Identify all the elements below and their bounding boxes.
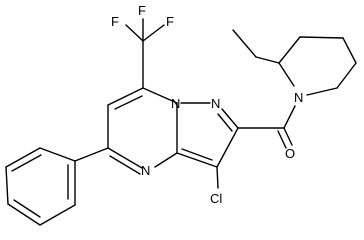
atom-label-n-pyrimidine: N <box>141 163 150 178</box>
bond-pip-c2-ethyl-ch2 <box>255 56 280 64</box>
bond-c3-c3a-double <box>181 148 213 161</box>
bond-n-pip-c2 <box>278 62 295 87</box>
bond-ph-3-4 <box>5 166 9 205</box>
atom-label-f-right: F <box>166 14 174 29</box>
bond-n4-c5 <box>107 147 143 169</box>
bond-pip-c3-c4 <box>299 36 344 39</box>
bond-cf3-c-f-left <box>125 24 144 42</box>
atom-label-cl: Cl <box>210 191 222 206</box>
atom-label-o-carbonyl: O <box>285 146 295 161</box>
bond-carbonyl-c-o-b <box>277 130 287 149</box>
atom-label-n-pyrazole: N <box>211 96 220 111</box>
bond-n2-c2-a <box>221 108 239 129</box>
bond-c7-n-bridge <box>142 87 178 104</box>
bond-c2-c3 <box>216 127 239 168</box>
bond-ph-5-6 <box>39 204 76 226</box>
molecule-structure: F F F N N N N O Cl <box>5 3 357 226</box>
bond-ph-2-3 <box>5 147 41 168</box>
bond-ph-4-5 <box>7 203 41 226</box>
bond-c3-c3a <box>176 152 218 168</box>
bond-c6-c7-double <box>114 95 143 110</box>
bond-ethyl-ch2-ch3 <box>232 29 257 58</box>
bond-ph-double-b <box>13 199 41 218</box>
atom-label-f-left: F <box>111 14 119 29</box>
bond-pip-c6-n <box>306 87 338 96</box>
bond-ph-double-a <box>11 154 42 172</box>
bond-c3-cl <box>216 166 219 189</box>
atom-label-n-piperidine: N <box>294 90 303 105</box>
bond-pip-c4-c5 <box>342 37 357 64</box>
bond-carbonyl-c-o-a <box>283 127 293 146</box>
bond-c5-phenyl <box>74 147 109 162</box>
bond-cf3-c-f-right <box>142 24 165 42</box>
bond-c6-c7 <box>107 87 144 106</box>
bond-ph-1-2 <box>39 147 76 162</box>
bond-c3a-n4 <box>154 152 178 168</box>
bond-n4-c5-double <box>109 155 141 175</box>
bond-n2-c2-b <box>217 113 233 132</box>
bond-pip-c5-c6 <box>336 62 357 89</box>
atom-labels: F F F N N N N O Cl <box>111 3 303 206</box>
bond-pip-c2-c3 <box>278 36 301 64</box>
bond-carbonyl-c-n-piperidine <box>283 105 296 129</box>
bond-lines <box>5 18 357 226</box>
atom-label-f-top: F <box>138 3 146 18</box>
atom-label-n-bridge: N <box>171 96 180 111</box>
